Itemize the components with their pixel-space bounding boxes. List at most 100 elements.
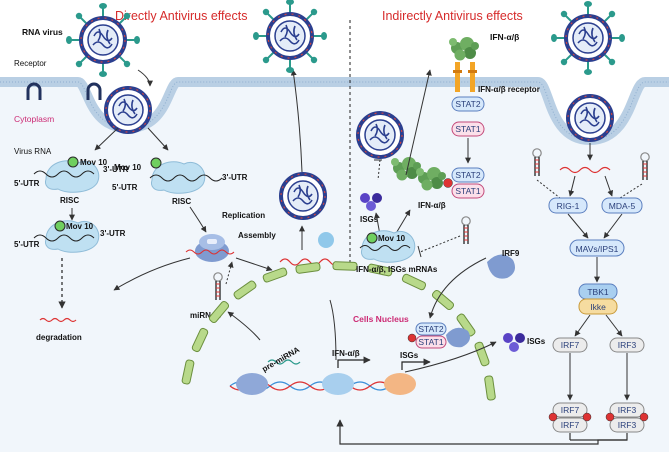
ikke-box <box>578 298 618 315</box>
pre-mirna-strand <box>267 359 301 365</box>
phospho-dot-irf3b <box>639 412 649 422</box>
irf9-nucleus-icon <box>446 327 470 348</box>
stat1-nucleus-box <box>415 335 447 349</box>
inhibit-mda5 <box>619 183 643 199</box>
irf3-box-c <box>609 417 645 433</box>
isg-dots-icon <box>503 333 525 352</box>
replication-label: Replication <box>222 211 265 220</box>
mov10-label-3: Mov 10 <box>114 163 142 172</box>
stat2-nucleus-label: STAT2 <box>418 324 443 334</box>
polymerase-icon-2 <box>322 373 354 395</box>
assembled-virus-icon <box>279 172 327 220</box>
irf3-box-a <box>609 337 645 353</box>
rna-virus-icon <box>66 3 140 77</box>
isgs-dna-label: ISGs <box>400 351 419 360</box>
isgs-transcription-arrow <box>401 358 431 370</box>
inhibit-line-mrna <box>419 235 461 253</box>
stat1-top-label: STAT1 <box>455 124 480 134</box>
ifn-dna-label: IFN-α/β <box>332 349 360 358</box>
arrow-to-ifn <box>394 209 411 236</box>
ifn-cluster-top-icon <box>449 37 479 61</box>
virus-rna-strand-2 <box>33 234 95 242</box>
irf7-box-a <box>552 337 588 353</box>
mavs-label: MAVs/IPS1 <box>576 244 619 254</box>
assembly-label: Assembly <box>238 231 276 240</box>
phospho-dot-irf7b <box>582 412 592 422</box>
ifn-mrna-strand <box>359 245 411 251</box>
virus-rna-strand <box>33 170 95 178</box>
arrow-irf9-to-nucleus <box>428 257 487 319</box>
arrow-to-replication <box>189 206 207 233</box>
header-indirect: Indirectly Antivirus effects <box>382 9 523 23</box>
phospho-dot-irf7 <box>548 412 558 422</box>
mda5-label: MDA-5 <box>609 201 636 211</box>
membrane-pattern <box>0 81 669 141</box>
stat1-nucleus-label: STAT1 <box>418 337 443 347</box>
header-direct: Directly Antivirus effects <box>115 9 247 23</box>
stat2-nucleus-box <box>415 322 447 336</box>
stat1-top-box <box>451 121 485 137</box>
inhibit-line-isgs <box>377 159 381 181</box>
mda5-box <box>601 197 643 214</box>
polymerase-icon-1 <box>236 373 268 395</box>
ifn-receptor-icon <box>453 62 477 92</box>
arrow-to-irf7 <box>574 314 591 337</box>
ikke-label: Ikke <box>590 302 606 312</box>
arrow-to-new-rna <box>235 257 273 272</box>
tbk1-label: TBK1 <box>587 287 609 297</box>
arrow-premirna-to-mirna <box>227 311 261 341</box>
arrow-to-mda5 <box>604 175 614 197</box>
irf3-label-a: IRF3 <box>618 340 637 350</box>
mov10-icon-4 <box>366 232 378 244</box>
rna-virus-label: RNA virus <box>22 27 63 37</box>
entry-arrow <box>137 69 153 87</box>
stat1-mid-box <box>451 183 485 199</box>
stat1-mid-label: STAT1 <box>455 186 480 196</box>
ifn-mid-label: IFN-α/β <box>418 201 446 210</box>
stat2-mid-box <box>451 167 485 183</box>
isgs-left-label: ISGs <box>360 215 379 224</box>
phospho-dot-nuc <box>407 333 417 343</box>
phospho-dot-irf3 <box>605 412 615 422</box>
stat2-top-label: STAT2 <box>455 99 480 109</box>
arrow-ifn-secretion <box>405 69 432 176</box>
arrow-irf-to-nucleus <box>336 419 628 445</box>
viral-rna-right <box>559 166 611 174</box>
stat2-top-box <box>451 96 485 112</box>
irf7-label-c: IRF7 <box>561 420 580 430</box>
polymerase-icon-3 <box>384 373 416 395</box>
degradation-label: degradation <box>36 333 82 342</box>
stat2-mid-label: STAT2 <box>455 170 480 180</box>
degraded-rna <box>39 317 77 323</box>
rig1-box <box>548 197 588 214</box>
receptor-icon <box>26 82 102 100</box>
new-virus-rna <box>279 258 341 266</box>
receptor-label: Receptor <box>14 59 47 68</box>
replication-rna <box>185 249 235 255</box>
irf7-box-b <box>552 402 588 418</box>
rig1-label: RIG-1 <box>557 201 580 211</box>
mrna-export-line <box>329 299 337 361</box>
irf3-box-b <box>609 402 645 418</box>
mov10-label-2: Mov 10 <box>66 222 94 231</box>
utr5-label-3: 5'-UTR <box>112 183 138 192</box>
irf3-label-b: IRF3 <box>618 405 637 415</box>
inhibit-rig1 <box>536 179 561 199</box>
arrow-to-risc2 <box>147 127 169 151</box>
arrow-to-isgs-right <box>404 341 497 373</box>
arrow-to-risc1 <box>94 127 119 151</box>
arrow-mda5-mavs <box>603 213 623 239</box>
virus-rna-label: Virus RNA <box>14 147 52 156</box>
ifn-receptor-label: IFN-α/β receptor <box>478 85 540 94</box>
arrow-rig1-mavs <box>567 213 589 239</box>
utr3-label-3: 3'-UTR <box>222 173 248 182</box>
mov10-icon-3 <box>150 157 162 169</box>
ifn-transcription-arrow <box>337 356 371 368</box>
ifn-top-label: IFN-α/β <box>490 32 519 42</box>
arrow-ribosome-to-mirna <box>113 257 191 291</box>
utr5-label-1: 5'-UTR <box>14 179 40 188</box>
irf7-label-b: IRF7 <box>561 405 580 415</box>
risc-label-2: RISC <box>172 197 191 206</box>
nucleus-envelope <box>181 261 496 401</box>
